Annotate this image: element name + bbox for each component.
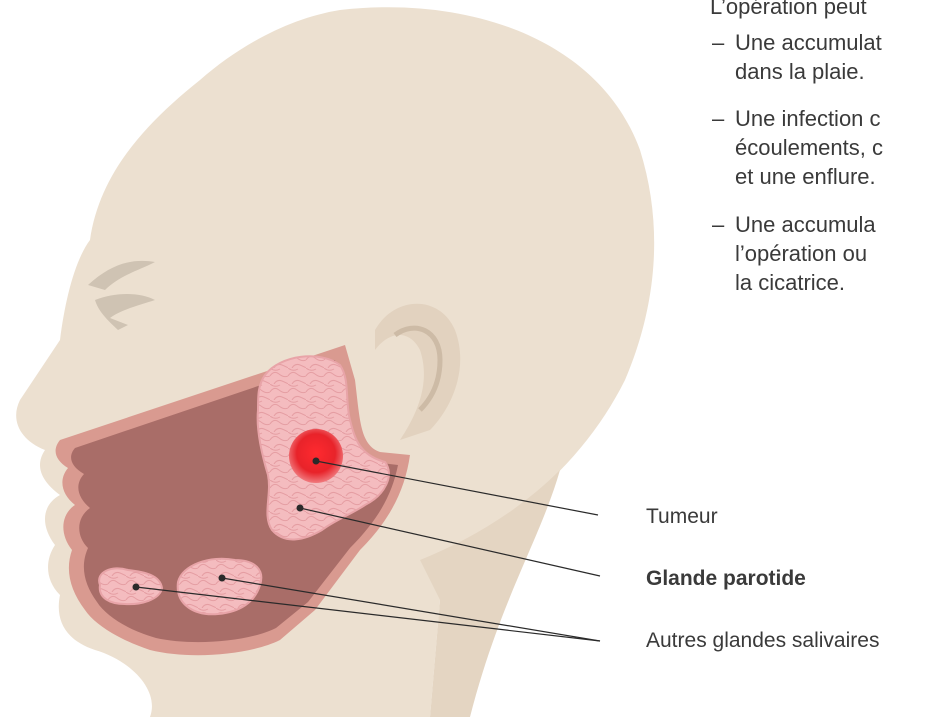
label-autres-glandes: Autres glandes salivaires — [646, 628, 879, 654]
leader-dot-tumeur — [313, 458, 320, 465]
label-glande-parotide: Glande parotide — [646, 566, 806, 592]
bullet-dash: – — [712, 210, 724, 239]
bullet-dash: – — [712, 28, 724, 57]
bullet-line: et une enflure. — [735, 162, 883, 191]
tumor — [289, 429, 343, 483]
bullet-line: écoulements, c — [735, 133, 883, 162]
bullet-dash: – — [712, 104, 724, 133]
intro-text: L’opération peut — [710, 0, 867, 21]
leader-dot-autres-a — [133, 584, 140, 591]
bullet-line: la cicatrice. — [735, 268, 876, 297]
bullet-line: dans la plaie. — [735, 57, 882, 86]
leader-dot-parotide — [297, 505, 304, 512]
bullet-line: Une accumula — [735, 210, 876, 239]
bullet-line: Une accumulat — [735, 28, 882, 57]
bullet-line: Une infection c — [735, 104, 883, 133]
bullet-line: l’opération ou — [735, 239, 876, 268]
leader-dot-autres-b — [219, 575, 226, 582]
label-tumeur: Tumeur — [646, 504, 718, 530]
